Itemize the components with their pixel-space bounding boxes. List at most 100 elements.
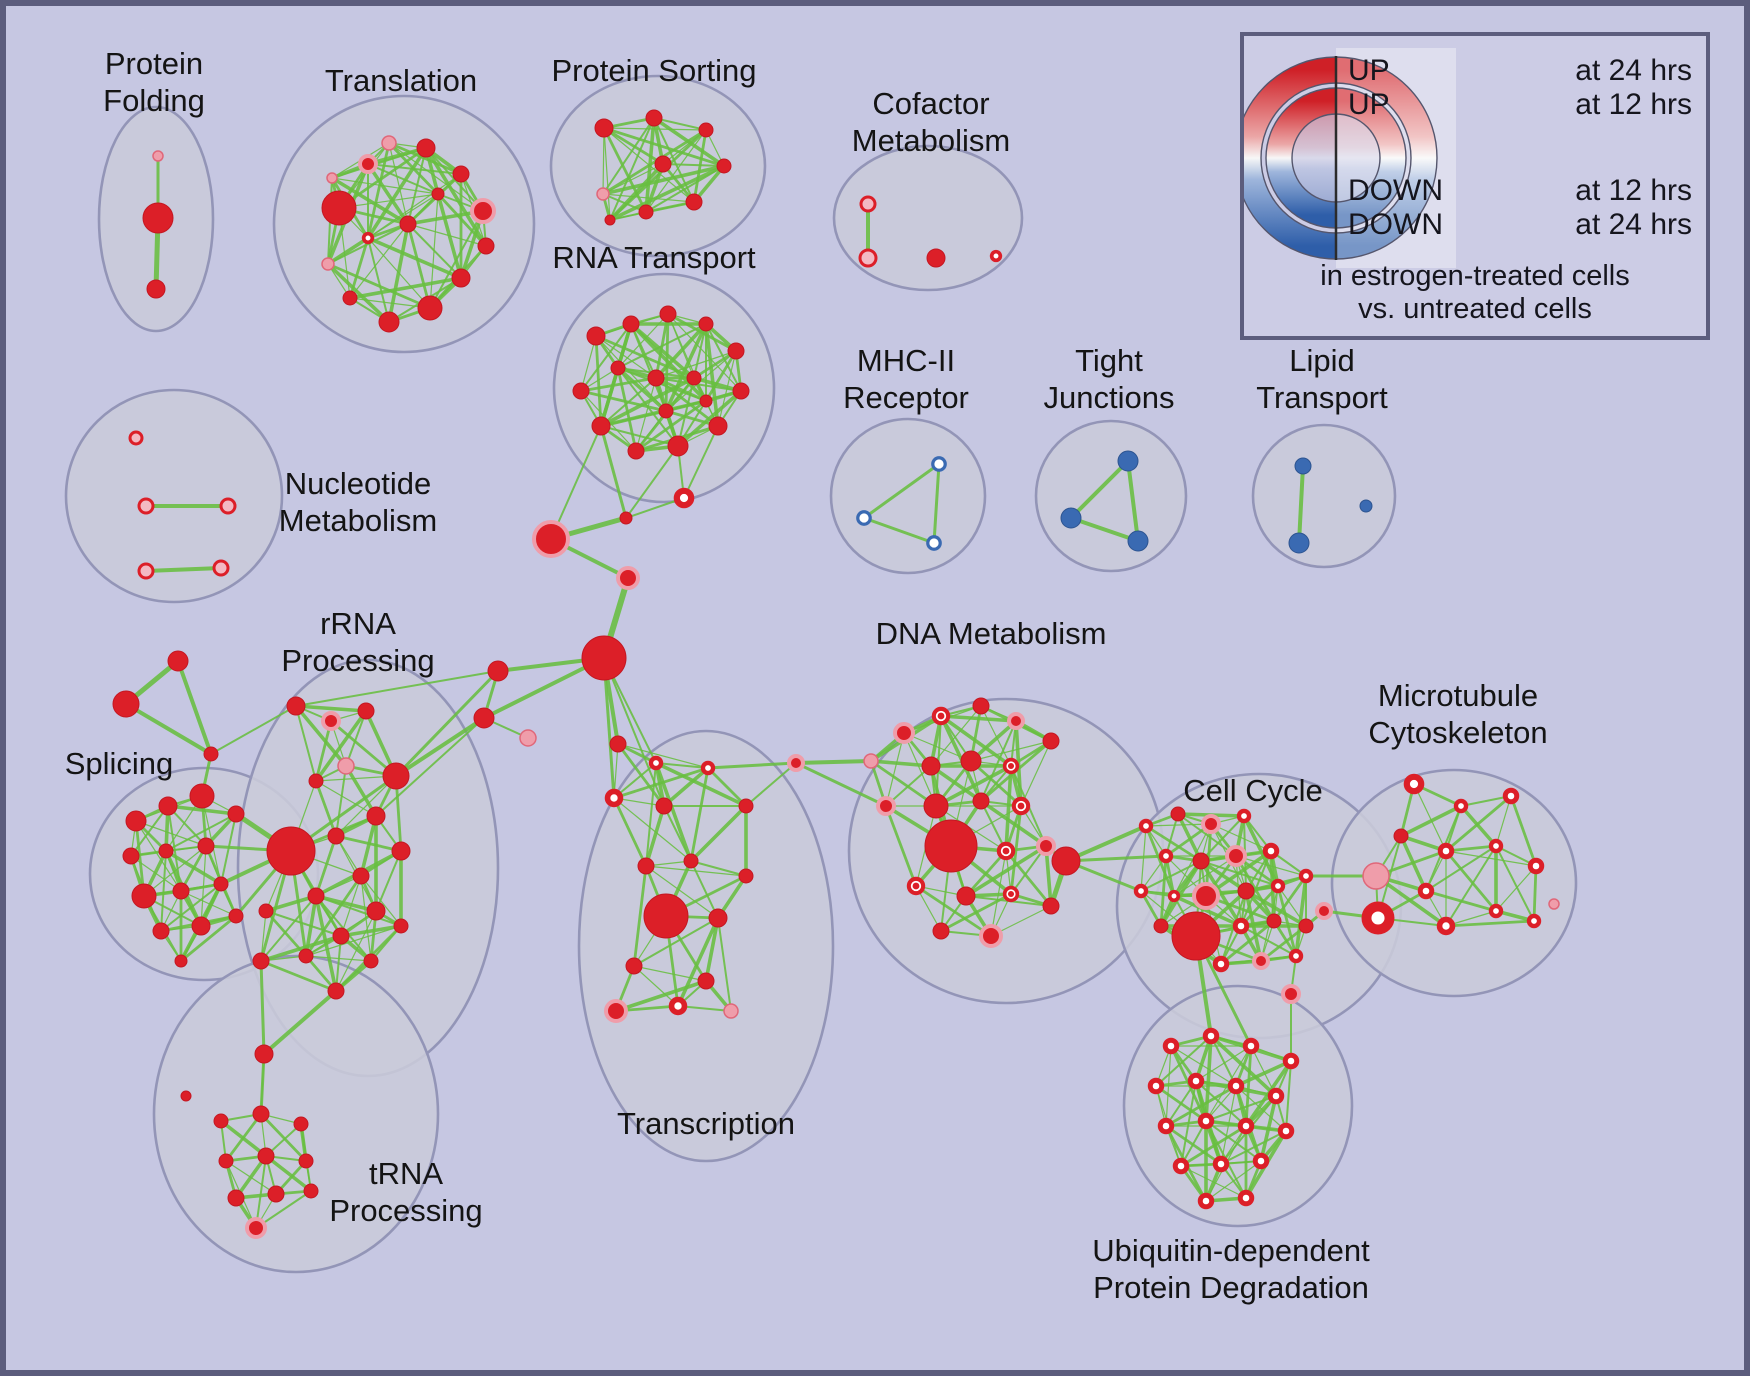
node-cc1 xyxy=(1170,806,1186,822)
edge xyxy=(1460,795,1512,807)
edge xyxy=(330,176,410,226)
node-lt0 xyxy=(1294,457,1312,475)
edge xyxy=(1064,824,1148,863)
node-dm4 xyxy=(1042,732,1060,750)
edge xyxy=(633,965,707,982)
node-tr10 xyxy=(342,290,358,306)
edge xyxy=(964,849,1008,898)
edge xyxy=(608,164,726,222)
edge xyxy=(135,820,182,892)
edge xyxy=(1445,850,1537,867)
node-tc4 xyxy=(700,760,716,776)
node-cc7 xyxy=(1262,842,1280,860)
node-core-dm14 xyxy=(912,882,920,890)
node-rt3 xyxy=(698,316,714,332)
node-cc22 xyxy=(1315,902,1333,920)
edge xyxy=(980,800,1007,852)
edge xyxy=(654,761,693,863)
node-ps1 xyxy=(645,109,663,127)
edge xyxy=(305,955,372,962)
edge xyxy=(294,704,368,713)
edge xyxy=(1459,804,1498,848)
node-cc18 xyxy=(1298,918,1314,934)
node-hb1 xyxy=(619,511,633,525)
edge xyxy=(613,797,692,862)
node-cc19 xyxy=(1212,955,1230,973)
edge xyxy=(654,761,748,808)
edge xyxy=(264,1154,313,1193)
node-mt3 xyxy=(1393,828,1409,844)
edge xyxy=(1170,1045,1237,1087)
node-rr1 xyxy=(286,696,306,716)
edge xyxy=(602,163,664,195)
edge xyxy=(1532,864,1538,923)
node-hb2 xyxy=(532,520,570,558)
node-rr13 xyxy=(332,927,350,945)
node-sl5 xyxy=(158,843,174,859)
edge xyxy=(653,117,707,131)
edge xyxy=(1240,925,1297,957)
node-mh2 xyxy=(926,535,942,551)
edge xyxy=(1165,1080,1197,1127)
node-rr14 xyxy=(298,948,314,964)
node-rr2 xyxy=(321,711,341,731)
node-rt0 xyxy=(586,326,606,346)
edge xyxy=(305,925,402,957)
edge xyxy=(1205,1120,1262,1162)
edge xyxy=(134,819,146,898)
edge xyxy=(602,126,648,214)
node-ub11 xyxy=(1277,1122,1295,1140)
node-cc10 xyxy=(1192,882,1220,910)
edge xyxy=(375,717,485,817)
edge xyxy=(259,1052,266,1116)
node-rr5 xyxy=(337,757,355,775)
edge xyxy=(1069,516,1140,543)
node-ub3 xyxy=(1282,1052,1300,1070)
node-tn5 xyxy=(218,1153,234,1169)
edge xyxy=(294,704,348,768)
node-dm21 xyxy=(863,753,879,769)
edge xyxy=(1020,740,1052,807)
cluster-label-ps: Protein Sorting xyxy=(551,53,756,88)
edge xyxy=(663,805,692,862)
edge xyxy=(315,895,402,927)
edge xyxy=(654,376,708,403)
legend-down-24-label: DOWN xyxy=(1348,208,1443,241)
edge xyxy=(794,761,888,808)
node-tn7 xyxy=(298,1153,314,1169)
edge xyxy=(429,193,439,309)
edge xyxy=(144,566,223,573)
node-rr3 xyxy=(357,702,375,720)
node-tc9 xyxy=(708,908,728,928)
node-tc2 xyxy=(604,788,624,808)
node-cc16 xyxy=(1266,913,1282,929)
edge xyxy=(1294,874,1308,958)
edge xyxy=(930,705,982,767)
node-tc12 xyxy=(604,999,628,1023)
node-tr15 xyxy=(326,172,338,184)
edge xyxy=(935,805,1007,852)
node-core-dm12 xyxy=(1002,847,1010,855)
edge xyxy=(612,796,648,868)
node-rr0 xyxy=(266,826,316,876)
node-sl6 xyxy=(197,837,215,855)
legend-down-24-time: at 24 hrs xyxy=(1575,208,1692,241)
node-pf1 xyxy=(142,202,174,234)
node-mid1 xyxy=(473,707,495,729)
cluster-label-tr: Translation xyxy=(325,63,477,98)
node-mt13 xyxy=(1548,898,1560,910)
node-ub1 xyxy=(1202,1027,1220,1045)
node-cc14 xyxy=(1171,911,1221,961)
node-tr5 xyxy=(470,198,496,224)
node-tn0 xyxy=(254,1044,274,1064)
node-pf0 xyxy=(152,150,164,162)
edge xyxy=(794,759,873,765)
edge xyxy=(1004,849,1053,908)
edge xyxy=(601,128,708,196)
